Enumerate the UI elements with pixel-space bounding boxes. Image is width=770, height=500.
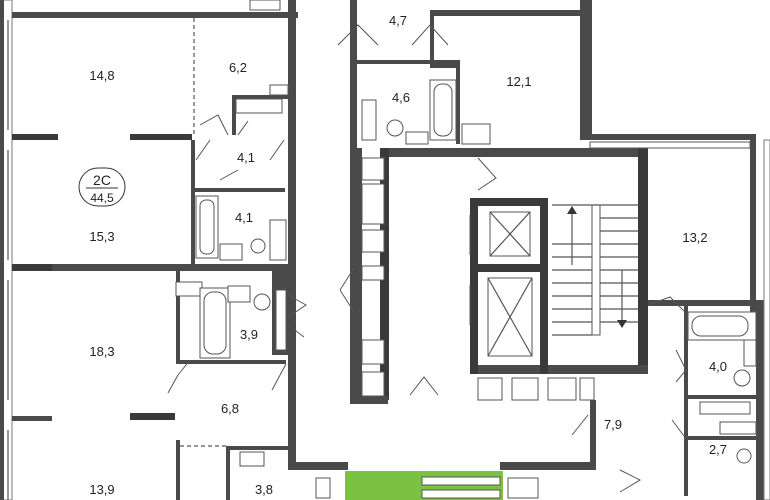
- doors-top-mid: [337, 24, 449, 46]
- wall: [470, 365, 648, 374]
- highlighted-zone-inner-wall: [421, 489, 501, 499]
- wall: [195, 188, 285, 192]
- room-area-label: 14,8: [89, 68, 114, 83]
- room-area-label: 15,3: [89, 229, 114, 244]
- wall: [638, 148, 648, 373]
- room-area-label: 18,3: [89, 344, 114, 359]
- wall: [288, 462, 348, 470]
- wall: [12, 264, 52, 271]
- left-facade: [0, 0, 13, 500]
- wall: [232, 95, 288, 99]
- wall: [456, 64, 460, 144]
- fixtures-top-mid: [361, 79, 751, 149]
- wall: [592, 134, 752, 140]
- window: [763, 139, 770, 500]
- wall: [130, 413, 175, 420]
- wall: [130, 134, 192, 140]
- fixtures-left: [175, 84, 289, 467]
- wall: [12, 12, 298, 18]
- wall: [590, 400, 596, 470]
- wall: [288, 0, 296, 470]
- wall: [226, 446, 288, 450]
- wall: [12, 416, 52, 421]
- room-area-label: 4,6: [392, 90, 410, 105]
- wall: [12, 264, 292, 271]
- room-area-label: 13,9: [89, 482, 114, 497]
- wall: [688, 436, 756, 440]
- wall: [358, 396, 388, 404]
- wall: [430, 10, 434, 64]
- wall: [176, 360, 286, 364]
- room-area-label: 4,7: [389, 13, 407, 28]
- room-area-label: 4,0: [709, 359, 727, 374]
- doors-right: [571, 296, 687, 493]
- room-area-label: 12,1: [506, 74, 531, 89]
- room-area-label: 6,2: [229, 60, 247, 75]
- wall: [750, 134, 756, 344]
- wall: [350, 0, 357, 148]
- highlighted-zone-inner-wall: [421, 476, 501, 486]
- room-area-label: 13,2: [682, 230, 707, 245]
- elevator-shafts: [470, 198, 548, 374]
- room-area-label: 2,7: [709, 442, 727, 457]
- room-area-label: 3,9: [240, 327, 258, 342]
- room-area-label: 4,1: [237, 150, 255, 165]
- apartment-badge-name: 2С: [93, 172, 111, 188]
- wall: [232, 95, 236, 135]
- wall: [176, 440, 180, 500]
- staircase: [552, 204, 638, 336]
- utility-shafts: [358, 148, 595, 401]
- wall: [500, 462, 590, 470]
- apartment-badge[interactable]: 2С 44,5: [78, 167, 126, 207]
- wall: [191, 140, 195, 265]
- wall: [226, 446, 230, 500]
- wall: [430, 64, 460, 68]
- wall: [176, 271, 180, 363]
- fixtures-bottom: [315, 477, 539, 499]
- fixtures-right: [687, 311, 757, 464]
- doors-left: [167, 114, 307, 394]
- wall: [430, 10, 580, 16]
- wall: [688, 395, 756, 399]
- wall: [357, 60, 460, 64]
- apartment-badge-area: 44,5: [90, 191, 114, 205]
- wall: [756, 300, 764, 500]
- wall: [380, 148, 648, 157]
- wall: [12, 134, 58, 140]
- wall: [350, 148, 358, 404]
- room-area-label: 3,8: [255, 482, 273, 497]
- room-area-label: 7,9: [604, 417, 622, 432]
- wall: [648, 300, 756, 306]
- bath-fixture: [249, 0, 281, 11]
- doors-core: [339, 157, 497, 396]
- wall: [684, 306, 688, 496]
- room-area-label: 4,1: [235, 210, 253, 225]
- wall: [580, 0, 592, 140]
- room-area-label: 6,8: [221, 401, 239, 416]
